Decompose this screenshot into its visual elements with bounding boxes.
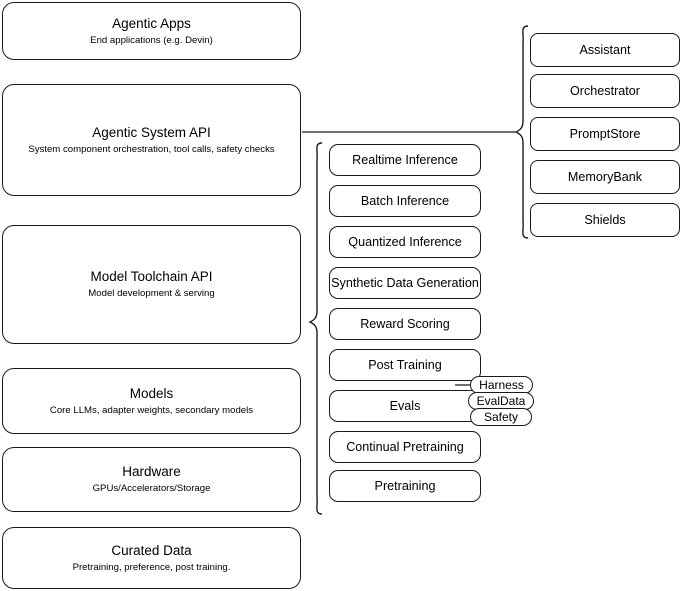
right-item-assistant[interactable]: Assistant — [530, 33, 680, 67]
layer-box-models[interactable]: Models Core LLMs, adapter weights, secon… — [2, 368, 301, 434]
middle-item-label: Batch Inference — [360, 194, 450, 208]
right-item-orchestrator[interactable]: Orchestrator — [530, 74, 680, 108]
middle-item-quantized-inference[interactable]: Quantized Inference — [329, 226, 481, 258]
layer-box-model-toolchain-api[interactable]: Model Toolchain API Model development & … — [2, 225, 301, 344]
middle-item-label: Synthetic Data Generation — [331, 276, 479, 290]
layer-box-curated-data[interactable]: Curated Data Pretraining, preference, po… — [2, 527, 301, 589]
right-item-promptstore[interactable]: PromptStore — [530, 117, 680, 151]
layer-title: Agentic System API — [92, 124, 211, 140]
layer-subtitle: GPUs/Accelerators/Storage — [92, 483, 211, 494]
layer-subtitle: Core LLMs, adapter weights, secondary mo… — [49, 404, 254, 416]
middle-item-label: Quantized Inference — [348, 235, 462, 249]
evals-sub-item-label: Harness — [479, 378, 524, 392]
right-item-label: MemoryBank — [567, 170, 643, 184]
right-item-label: Assistant — [579, 43, 631, 57]
middle-item-label: Post Training — [368, 358, 442, 372]
middle-item-synthetic-data-generation[interactable]: Synthetic Data Generation — [329, 267, 481, 299]
layer-box-hardware[interactable]: Hardware GPUs/Accelerators/Storage — [2, 447, 301, 512]
layer-subtitle: End applications (e.g. Devin) — [90, 34, 213, 46]
right-item-label: PromptStore — [569, 127, 641, 141]
middle-item-realtime-inference[interactable]: Realtime Inference — [329, 144, 481, 176]
right-item-label: Orchestrator — [570, 84, 640, 98]
middle-item-label: Pretraining — [374, 479, 436, 493]
middle-item-reward-scoring[interactable]: Reward Scoring — [329, 308, 481, 340]
middle-item-continual-pretraining[interactable]: Continual Pretraining — [329, 431, 481, 463]
middle-item-label: Reward Scoring — [360, 317, 450, 331]
layer-subtitle: Model development & serving — [88, 288, 215, 299]
layer-title: Models — [129, 385, 174, 401]
layer-box-agentic-apps[interactable]: Agentic Apps End applications (e.g. Devi… — [2, 2, 301, 60]
middle-item-pretraining[interactable]: Pretraining — [329, 470, 481, 502]
evals-sub-item-label: Safety — [483, 410, 519, 424]
layer-subtitle: Pretraining, preference, post training. — [72, 561, 231, 573]
right-item-shields[interactable]: Shields — [530, 203, 680, 237]
middle-item-label: Realtime Inference — [352, 153, 458, 167]
layer-title: Model Toolchain API — [90, 269, 213, 284]
middle-item-label: Continual Pretraining — [346, 440, 464, 454]
layer-title: Hardware — [122, 464, 181, 479]
layer-title: Curated Data — [111, 542, 192, 558]
middle-item-post-training[interactable]: Post Training — [329, 349, 481, 381]
layer-box-agentic-system-api[interactable]: Agentic System API System component orch… — [2, 84, 301, 196]
brace-right-column — [514, 25, 529, 239]
evals-sub-item-safety[interactable]: Safety — [470, 408, 532, 426]
layer-subtitle: System component orchestration, tool cal… — [28, 143, 275, 155]
middle-item-batch-inference[interactable]: Batch Inference — [329, 185, 481, 217]
middle-item-label: Evals — [389, 399, 421, 413]
right-item-label: Shields — [584, 213, 626, 227]
middle-item-evals[interactable]: Evals — [329, 390, 481, 422]
brace-middle-column — [308, 142, 323, 515]
right-item-memorybank[interactable]: MemoryBank — [530, 160, 680, 194]
evals-sub-item-label: EvalData — [476, 394, 526, 408]
layer-title: Agentic Apps — [112, 15, 191, 31]
